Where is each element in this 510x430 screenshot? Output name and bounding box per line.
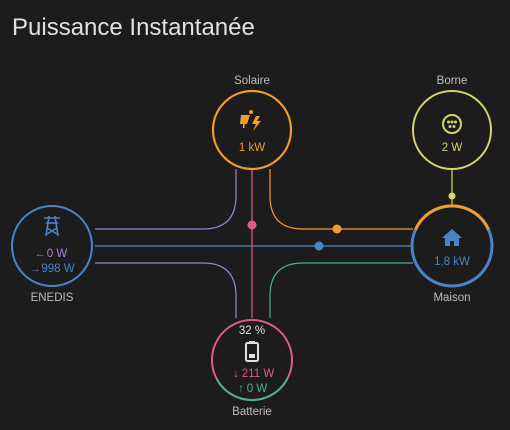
home-icon (442, 229, 462, 246)
flow-dots (247, 192, 456, 251)
grid-circle (11, 205, 93, 287)
solar-node[interactable]: Solaire 1 kW (211, 75, 293, 171)
flow-lines (95, 169, 453, 318)
flow-line-battery-home (269, 262, 413, 318)
battery-ring-out-segment (215, 378, 289, 401)
flow-dot-solar-battery (247, 220, 257, 230)
charger-value: 2 W (442, 142, 463, 154)
grid-import-arrow: → (29, 263, 41, 275)
grid-node[interactable]: ← 0 W → 998 W ENEDIS (11, 205, 93, 304)
flow-line-grid-battery (95, 262, 237, 318)
grid-label: ENEDIS (31, 292, 74, 304)
grid-export-arrow: ← (34, 248, 46, 260)
flow-dot-grid-home (314, 241, 324, 251)
flow-line-solar-grid (95, 169, 237, 230)
charger-node[interactable]: Borne 2 W (412, 75, 492, 170)
flow-line-solar-home (269, 169, 413, 230)
battery-soc: 32 % (239, 325, 265, 337)
battery-label: Batterie (232, 406, 272, 418)
charger-circle (412, 90, 492, 170)
solar-value: 1 kW (239, 142, 265, 154)
battery-in-value: 211 W (242, 368, 275, 380)
solar-power-icon (240, 110, 261, 131)
solar-circle (211, 89, 293, 171)
battery-in-arrow: ↓ (233, 368, 239, 380)
grid-import-value: 998 W (41, 263, 74, 275)
home-ring-solar-segment (414, 204, 490, 231)
battery-out-arrow: ↑ (238, 383, 244, 395)
card-title: Puissance Instantanée (12, 14, 255, 41)
transmission-tower-icon (44, 215, 60, 237)
charger-label: Borne (437, 75, 468, 87)
flow-dot-home-charger (448, 192, 456, 200)
home-label: Maison (433, 292, 470, 304)
ev-plug-icon (442, 114, 462, 134)
grid-export-value: 0 W (47, 248, 68, 260)
flow-dot-solar-home (332, 224, 342, 234)
battery-node[interactable]: 32 % ↓ 211 W ↑ 0 W Batterie (211, 319, 293, 418)
home-node[interactable]: 1,8 kW Maison (410, 204, 494, 304)
battery-out-value: 0 W (247, 383, 268, 395)
home-value: 1,8 kW (434, 256, 470, 268)
battery-icon (245, 341, 259, 362)
solar-label: Solaire (234, 75, 270, 87)
